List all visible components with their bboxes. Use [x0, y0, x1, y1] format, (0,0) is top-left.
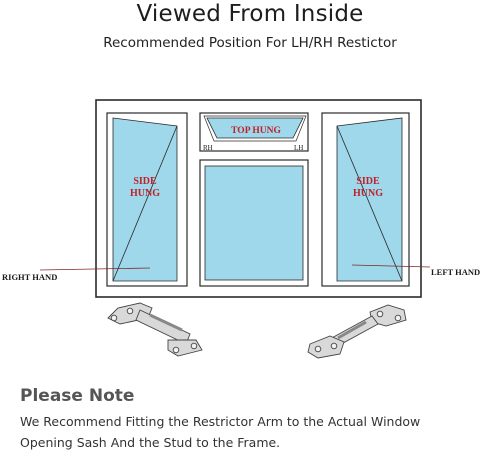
page-title: Viewed From Inside [136, 1, 364, 27]
top-hung-label: TOP HUNG [231, 126, 281, 136]
note-body: We Recommend Fitting the Restrictor Arm … [20, 411, 490, 453]
right-hand-label: RIGHT HAND [2, 272, 57, 282]
left-sash-label-side: SIDE [133, 176, 157, 187]
right-sash-label-side: SIDE [356, 176, 380, 187]
right-hand-restrictor-icon [107, 302, 203, 357]
top-sash-open-lines [203, 115, 307, 142]
right-hand-callout-line [39, 267, 151, 271]
right-sash-diagonal [336, 125, 403, 282]
left-hand-callout-line [351, 264, 431, 268]
right-sash-glass [336, 117, 403, 282]
page-subtitle: Recommended Position For LH/RH Restictor [103, 35, 397, 51]
top-sash-glass [206, 117, 304, 139]
left-hand-label: LEFT HAND [431, 267, 480, 277]
top-rh-label: RH [203, 144, 213, 152]
left-sash-diagonal [112, 125, 178, 282]
note-line-2: Opening Sash And the Stud to the Frame. [20, 435, 281, 450]
left-sash-label-hung: HUNG [130, 188, 160, 199]
note-line-1: We Recommend Fitting the Restrictor Arm … [20, 414, 421, 429]
center-fixed-glass [204, 165, 304, 281]
left-hand-restrictor-icon [307, 304, 407, 359]
left-sash-glass [112, 117, 178, 282]
top-lh-label: LH [294, 144, 303, 152]
note-heading: Please Note [20, 386, 135, 406]
right-sash-label-hung: HUNG [353, 188, 383, 199]
